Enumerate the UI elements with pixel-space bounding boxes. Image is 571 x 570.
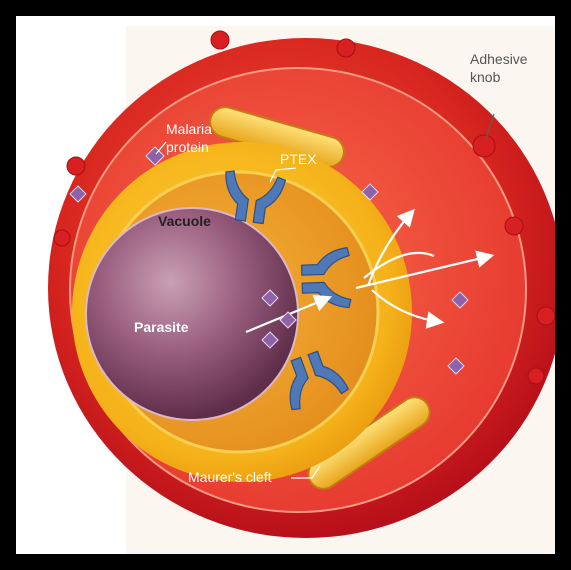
adhesive-knob: [528, 368, 544, 384]
label-parasite: Parasite: [134, 319, 189, 335]
label-adhesive-line1: Adhesive: [470, 51, 528, 67]
adhesive-knob: [505, 217, 523, 235]
adhesive-knob: [537, 307, 555, 325]
parasite: [86, 208, 298, 420]
label-maurers-cleft: Maurer's cleft: [188, 469, 272, 485]
adhesive-knob: [211, 31, 229, 49]
label-malaria-line2: protein: [166, 139, 209, 155]
infected-red-blood-cell-diagram: Adhesive knob Malaria protein PTEX Vacuo…: [16, 16, 555, 554]
adhesive-knob: [67, 157, 85, 175]
label-vacuole: Vacuole: [158, 213, 211, 229]
adhesive-knob: [54, 230, 70, 246]
adhesive-knob: [473, 135, 495, 157]
label-ptex: PTEX: [280, 151, 317, 167]
figure-frame: Adhesive knob Malaria protein PTEX Vacuo…: [16, 16, 555, 554]
label-adhesive-line2: knob: [470, 69, 501, 85]
adhesive-knob: [337, 39, 355, 57]
label-malaria-line1: Malaria: [166, 121, 212, 137]
